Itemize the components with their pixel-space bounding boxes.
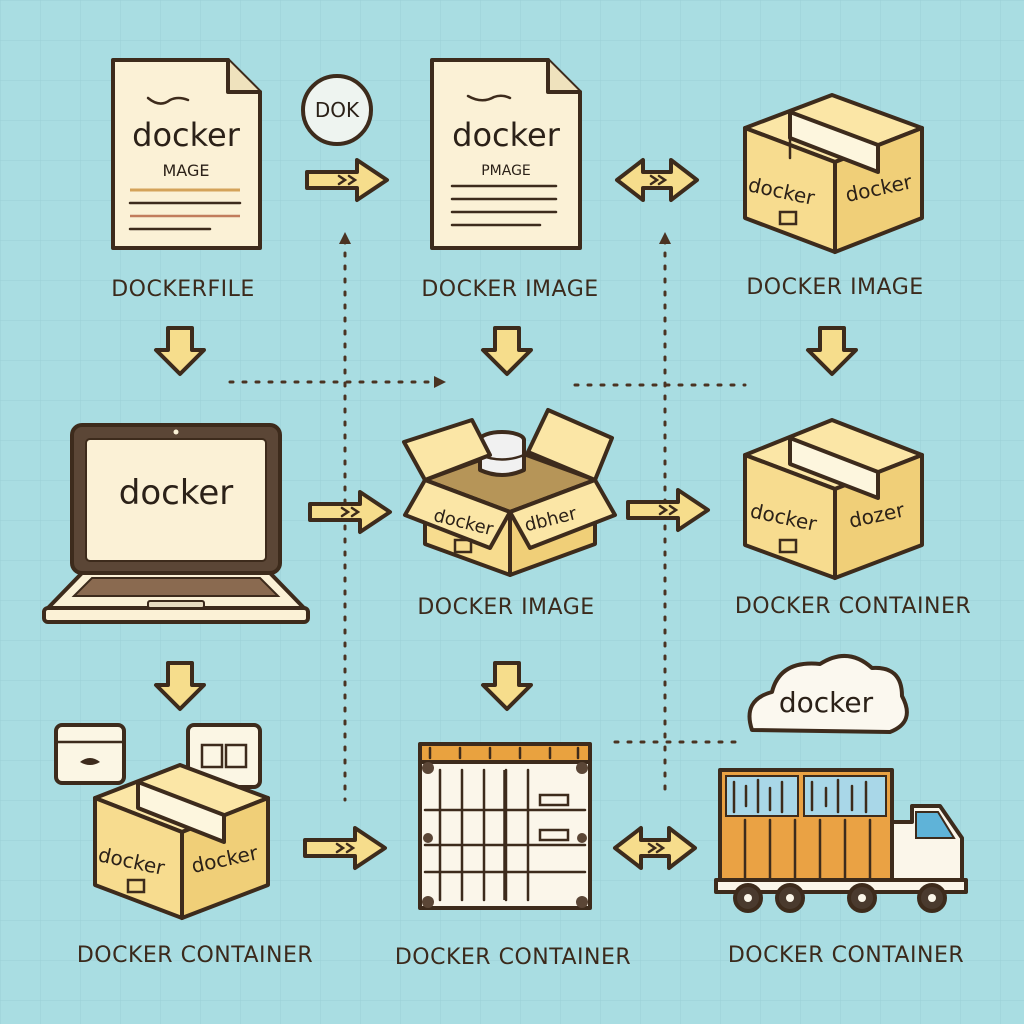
dockerfile-document-icon: docker MAGE [111, 58, 262, 250]
shipping-container-icon [418, 742, 592, 910]
dockerfile-sub-text: MAGE [163, 161, 210, 180]
dok-badge: DOK [301, 74, 373, 146]
docker-image-box-icon: docker docker [743, 93, 924, 254]
docker-container-label-mid-right: DOCKER CONTAINER [735, 594, 971, 619]
dashed-connectors [228, 232, 747, 802]
docker-cloud-icon: docker [747, 654, 909, 734]
docker-image-open-box-icon: docker dbher [402, 408, 617, 577]
docker-image-label-top-mid: DOCKER IMAGE [421, 277, 598, 302]
docker-image-label-mid: DOCKER IMAGE [417, 595, 594, 620]
laptop-screen-brand: docker [119, 473, 233, 513]
docker-image-document-sub: PMAGE [481, 163, 531, 179]
cloud-brand-text: docker [779, 686, 874, 719]
docker-container-stack-icon: docker docker [54, 723, 270, 920]
docker-container-box-icon: docker dozer [743, 418, 924, 580]
truck-icon [714, 768, 968, 913]
docker-image-document-icon: docker PMAGE [430, 58, 582, 250]
docker-container-label-bottom-right: DOCKER CONTAINER [728, 943, 964, 968]
docker-image-label-top-right: DOCKER IMAGE [746, 275, 923, 300]
dok-badge-text: DOK [315, 98, 360, 122]
docker-container-label-bottom-left: DOCKER CONTAINER [77, 943, 313, 968]
docker-image-document-brand: docker [452, 116, 561, 154]
docker-container-label-bottom-mid: DOCKER CONTAINER [395, 945, 631, 970]
laptop-icon: docker [42, 423, 310, 624]
dockerfile-label: DOCKERFILE [111, 277, 255, 302]
dockerfile-brand-text: docker [132, 116, 241, 154]
